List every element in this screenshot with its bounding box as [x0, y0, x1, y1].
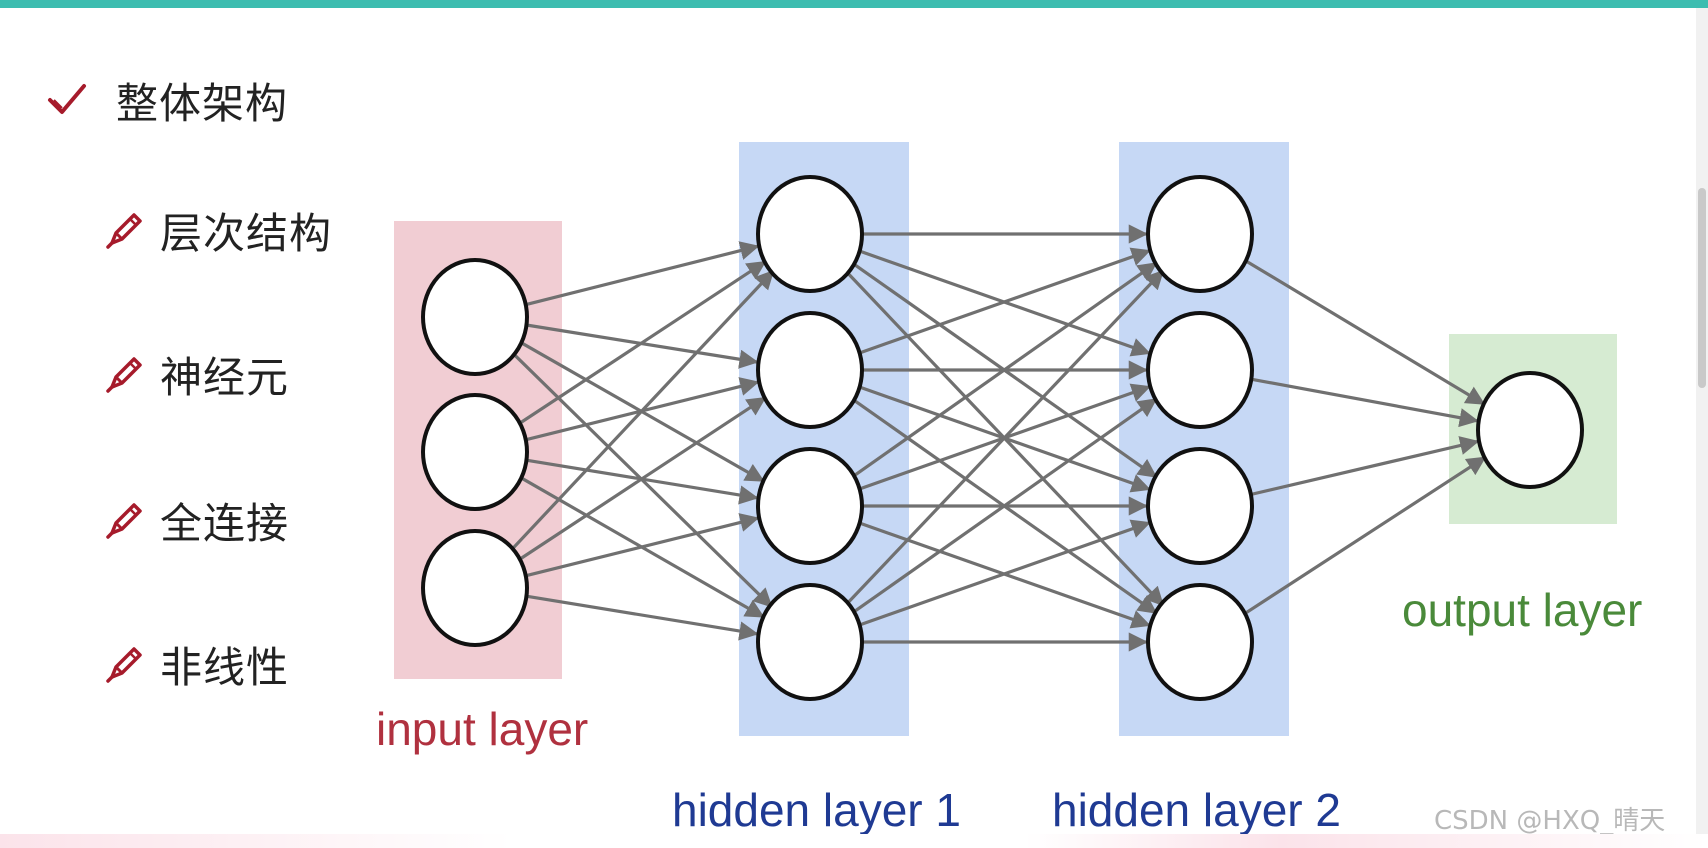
- hidden1-neuron-node: [756, 583, 864, 701]
- bottom-decoration: [0, 834, 1708, 848]
- input-neuron-node: [421, 393, 529, 511]
- list-item-label: 神经元: [160, 352, 290, 402]
- connection-edge: [858, 247, 1151, 355]
- input-neuron-node: [421, 258, 529, 376]
- connection-edge: [851, 261, 1158, 479]
- hidden2-neuron-node: [1146, 583, 1254, 701]
- pencil-icon: [106, 647, 142, 683]
- list-item-neuron: 神经元: [104, 346, 289, 402]
- connection-edge: [526, 594, 759, 641]
- list-item-label: 层次结构: [160, 208, 333, 258]
- connection-edge: [525, 241, 760, 307]
- connection-edge: [1250, 436, 1480, 497]
- connection-edge: [851, 397, 1158, 615]
- hidden2-neuron-node: [1146, 175, 1254, 293]
- hidden-layer-2-label: hidden layer 2: [1052, 784, 1341, 836]
- check-icon: [48, 84, 86, 114]
- connection-edge: [509, 269, 775, 552]
- connection-edge: [517, 396, 767, 562]
- list-item-fully-connected: 全连接: [104, 492, 289, 548]
- scrollbar-track[interactable]: [1696, 8, 1708, 848]
- connection-edge: [1243, 258, 1486, 406]
- hidden1-neuron-node: [756, 447, 864, 565]
- hidden1-neuron-node: [756, 311, 864, 429]
- scrollbar-thumb[interactable]: [1698, 188, 1706, 388]
- pencil-icon: [106, 503, 142, 539]
- input-layer-label: input layer: [376, 703, 588, 755]
- hidden-layer-1-label: hidden layer 1: [672, 784, 961, 836]
- heading-text: 整体架构: [116, 78, 289, 128]
- pencil-icon: [106, 213, 142, 249]
- output-neuron-node: [1476, 371, 1584, 489]
- list-item-hierarchy: 层次结构: [104, 202, 332, 258]
- hidden1-neuron-node: [756, 175, 864, 293]
- hidden2-neuron-node: [1146, 311, 1254, 429]
- connection-edge: [858, 519, 1151, 627]
- connection-edge: [525, 513, 760, 578]
- input-neuron-node: [421, 529, 529, 647]
- section-heading: 整体架构: [44, 70, 288, 130]
- connection-edge: [844, 269, 1165, 607]
- list-item-label: 全连接: [160, 498, 290, 548]
- list-item-nonlinearity: 非线性: [104, 636, 289, 692]
- pencil-icon: [106, 357, 142, 393]
- connection-edge: [1242, 456, 1487, 616]
- connection-edge: [517, 260, 767, 426]
- output-layer-label: output layer: [1402, 584, 1642, 636]
- hidden2-neuron-node: [1146, 447, 1254, 565]
- watermark: CSDN @HXQ_晴天: [1434, 806, 1666, 836]
- top-accent-bar: [0, 0, 1708, 8]
- connection-edge: [1250, 377, 1479, 428]
- list-item-label: 非线性: [160, 642, 290, 692]
